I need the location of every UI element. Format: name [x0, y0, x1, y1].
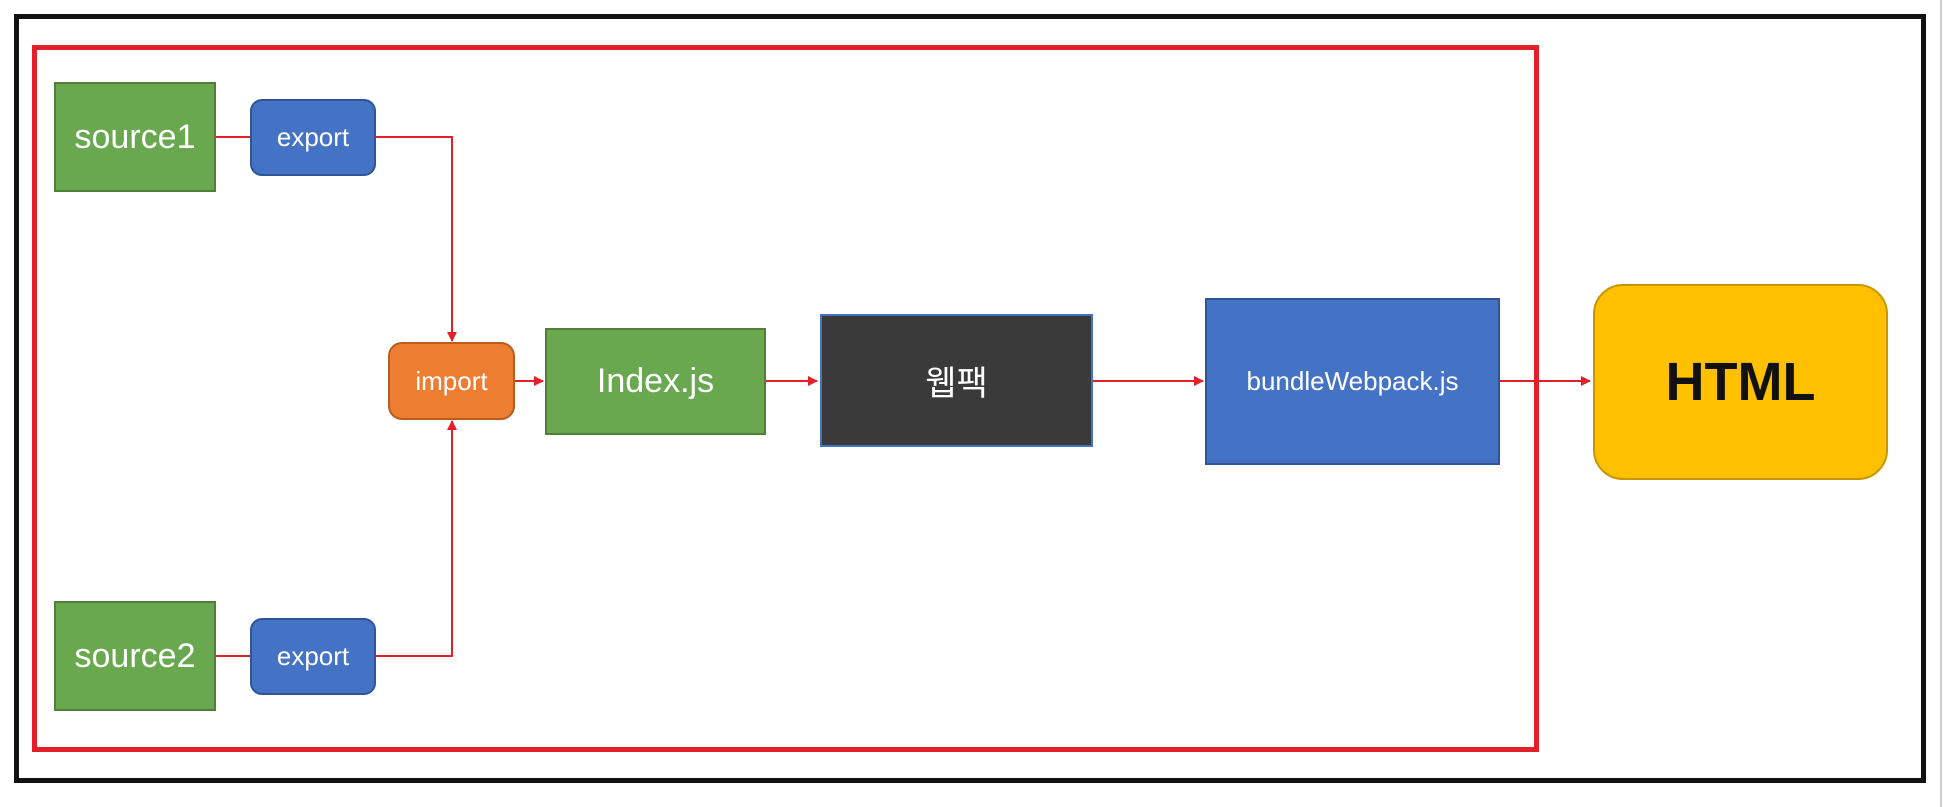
bundle-scope-frame — [32, 45, 1539, 752]
export1-label: export — [276, 122, 350, 152]
webpack-box: 웹팩 — [820, 314, 1093, 447]
export2-label: export — [276, 641, 350, 671]
export1-box: export — [250, 99, 376, 176]
source2-box: source2 — [54, 601, 216, 711]
html-label: HTML — [1665, 352, 1816, 412]
source2-label: source2 — [74, 636, 196, 675]
page-edge-line — [1940, 0, 1942, 807]
index-js-label: Index.js — [596, 362, 715, 400]
export2-box: export — [250, 618, 376, 695]
import-label: import — [415, 365, 488, 396]
html-box: HTML — [1593, 284, 1888, 480]
bundle-webpack-js-label: bundleWebpack.js — [1246, 366, 1459, 396]
outer-frame — [14, 14, 1926, 783]
bundle-webpack-js-box: bundleWebpack.js — [1205, 298, 1500, 465]
export2-to-import-arrow — [376, 420, 457, 657]
webpack-label: 웹팩 — [925, 365, 988, 403]
source1-box: source1 — [54, 82, 216, 192]
index-js-box: Index.js — [545, 328, 766, 435]
source1-label: source1 — [74, 117, 196, 156]
export1-to-import-arrow — [376, 136, 457, 342]
import-box: import — [388, 342, 515, 420]
